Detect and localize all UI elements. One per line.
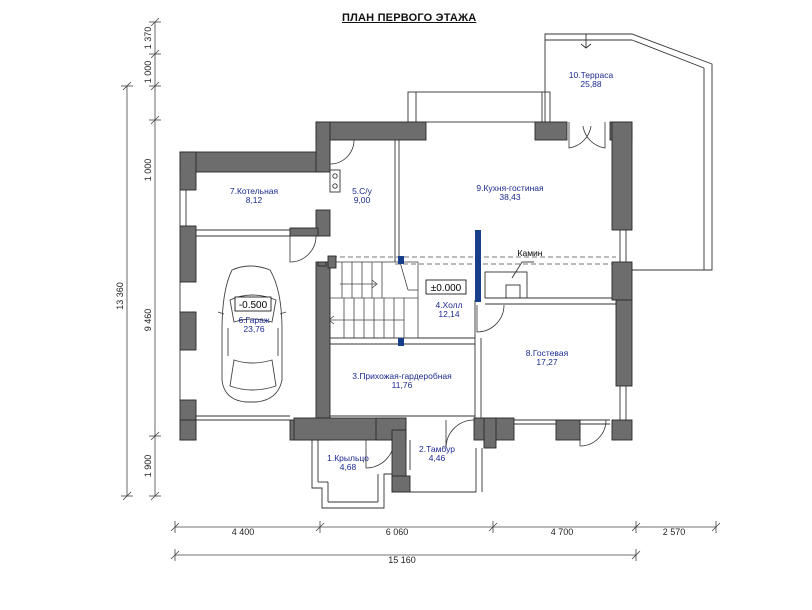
kamin-label: Камин: [518, 248, 543, 258]
walls: [179, 121, 633, 493]
room-gostevaya-area: 17,27: [536, 357, 558, 367]
dim-left-1: 1 370: [143, 27, 153, 50]
room-tambur-name: 2.Тамбур: [419, 444, 455, 454]
room-prihozhaya-name: 3.Прихожая-гардеробная: [352, 371, 452, 381]
room-su-area: 9,00: [354, 195, 371, 205]
plan-title: ПЛАН ПЕРВОГО ЭТАЖА: [342, 12, 477, 24]
dim-bottom-4: 2 570: [663, 527, 686, 537]
room-garazh-area: 23,76: [243, 324, 265, 334]
room-terrasa-area: 25,88: [580, 79, 602, 89]
dim-bottom-total: 15 160: [388, 555, 416, 565]
interior-lines: [179, 140, 631, 509]
terrace: [407, 33, 713, 271]
dim-left-total: 13 360: [115, 282, 125, 310]
room-su-name: 5.С/у: [352, 186, 373, 196]
car-icon: [217, 265, 287, 403]
dim-bottom-1: 4 400: [232, 527, 255, 537]
dim-left-2: 1 000: [143, 61, 153, 84]
room-krylco-name: 1.Крыльцо: [327, 453, 369, 463]
room-gostevaya-name: 8.Гостевая: [526, 348, 569, 358]
level-mark-garage: -0.500: [234, 296, 272, 312]
room-kuhnya-area: 38,43: [499, 192, 521, 202]
doors: [289, 122, 607, 469]
dim-bottom-2: 6 060: [386, 527, 409, 537]
room-garazh-name: 6.Гараж: [238, 315, 269, 325]
room-holl-name: 4.Холл: [435, 300, 462, 310]
dim-left-3: 1 000: [143, 159, 153, 182]
dim-left-5: 1 900: [143, 455, 153, 478]
structural-columns: [398, 230, 481, 346]
dimension-lines: [121, 17, 721, 561]
dim-left-4: 9 460: [143, 309, 153, 332]
room-kotelnaya-name: 7.Котельная: [230, 186, 279, 196]
svg-text:±0.000: ±0.000: [431, 283, 462, 294]
room-krylco-area: 4,68: [340, 462, 357, 472]
room-kuhnya-name: 9.Кухня-гостиная: [476, 183, 544, 193]
room-tambur-area: 4,46: [429, 453, 446, 463]
level-mark-zero: ±0.000: [425, 279, 467, 295]
room-holl-area: 12,14: [438, 309, 460, 319]
svg-text:-0.500: -0.500: [239, 300, 268, 311]
dim-bottom-3: 4 700: [551, 527, 574, 537]
room-terrasa-name: 10.Терраса: [569, 70, 614, 80]
staircase: [328, 261, 419, 339]
room-kotelnaya-area: 8,12: [246, 195, 263, 205]
room-prihozhaya-area: 11,76: [392, 380, 413, 390]
